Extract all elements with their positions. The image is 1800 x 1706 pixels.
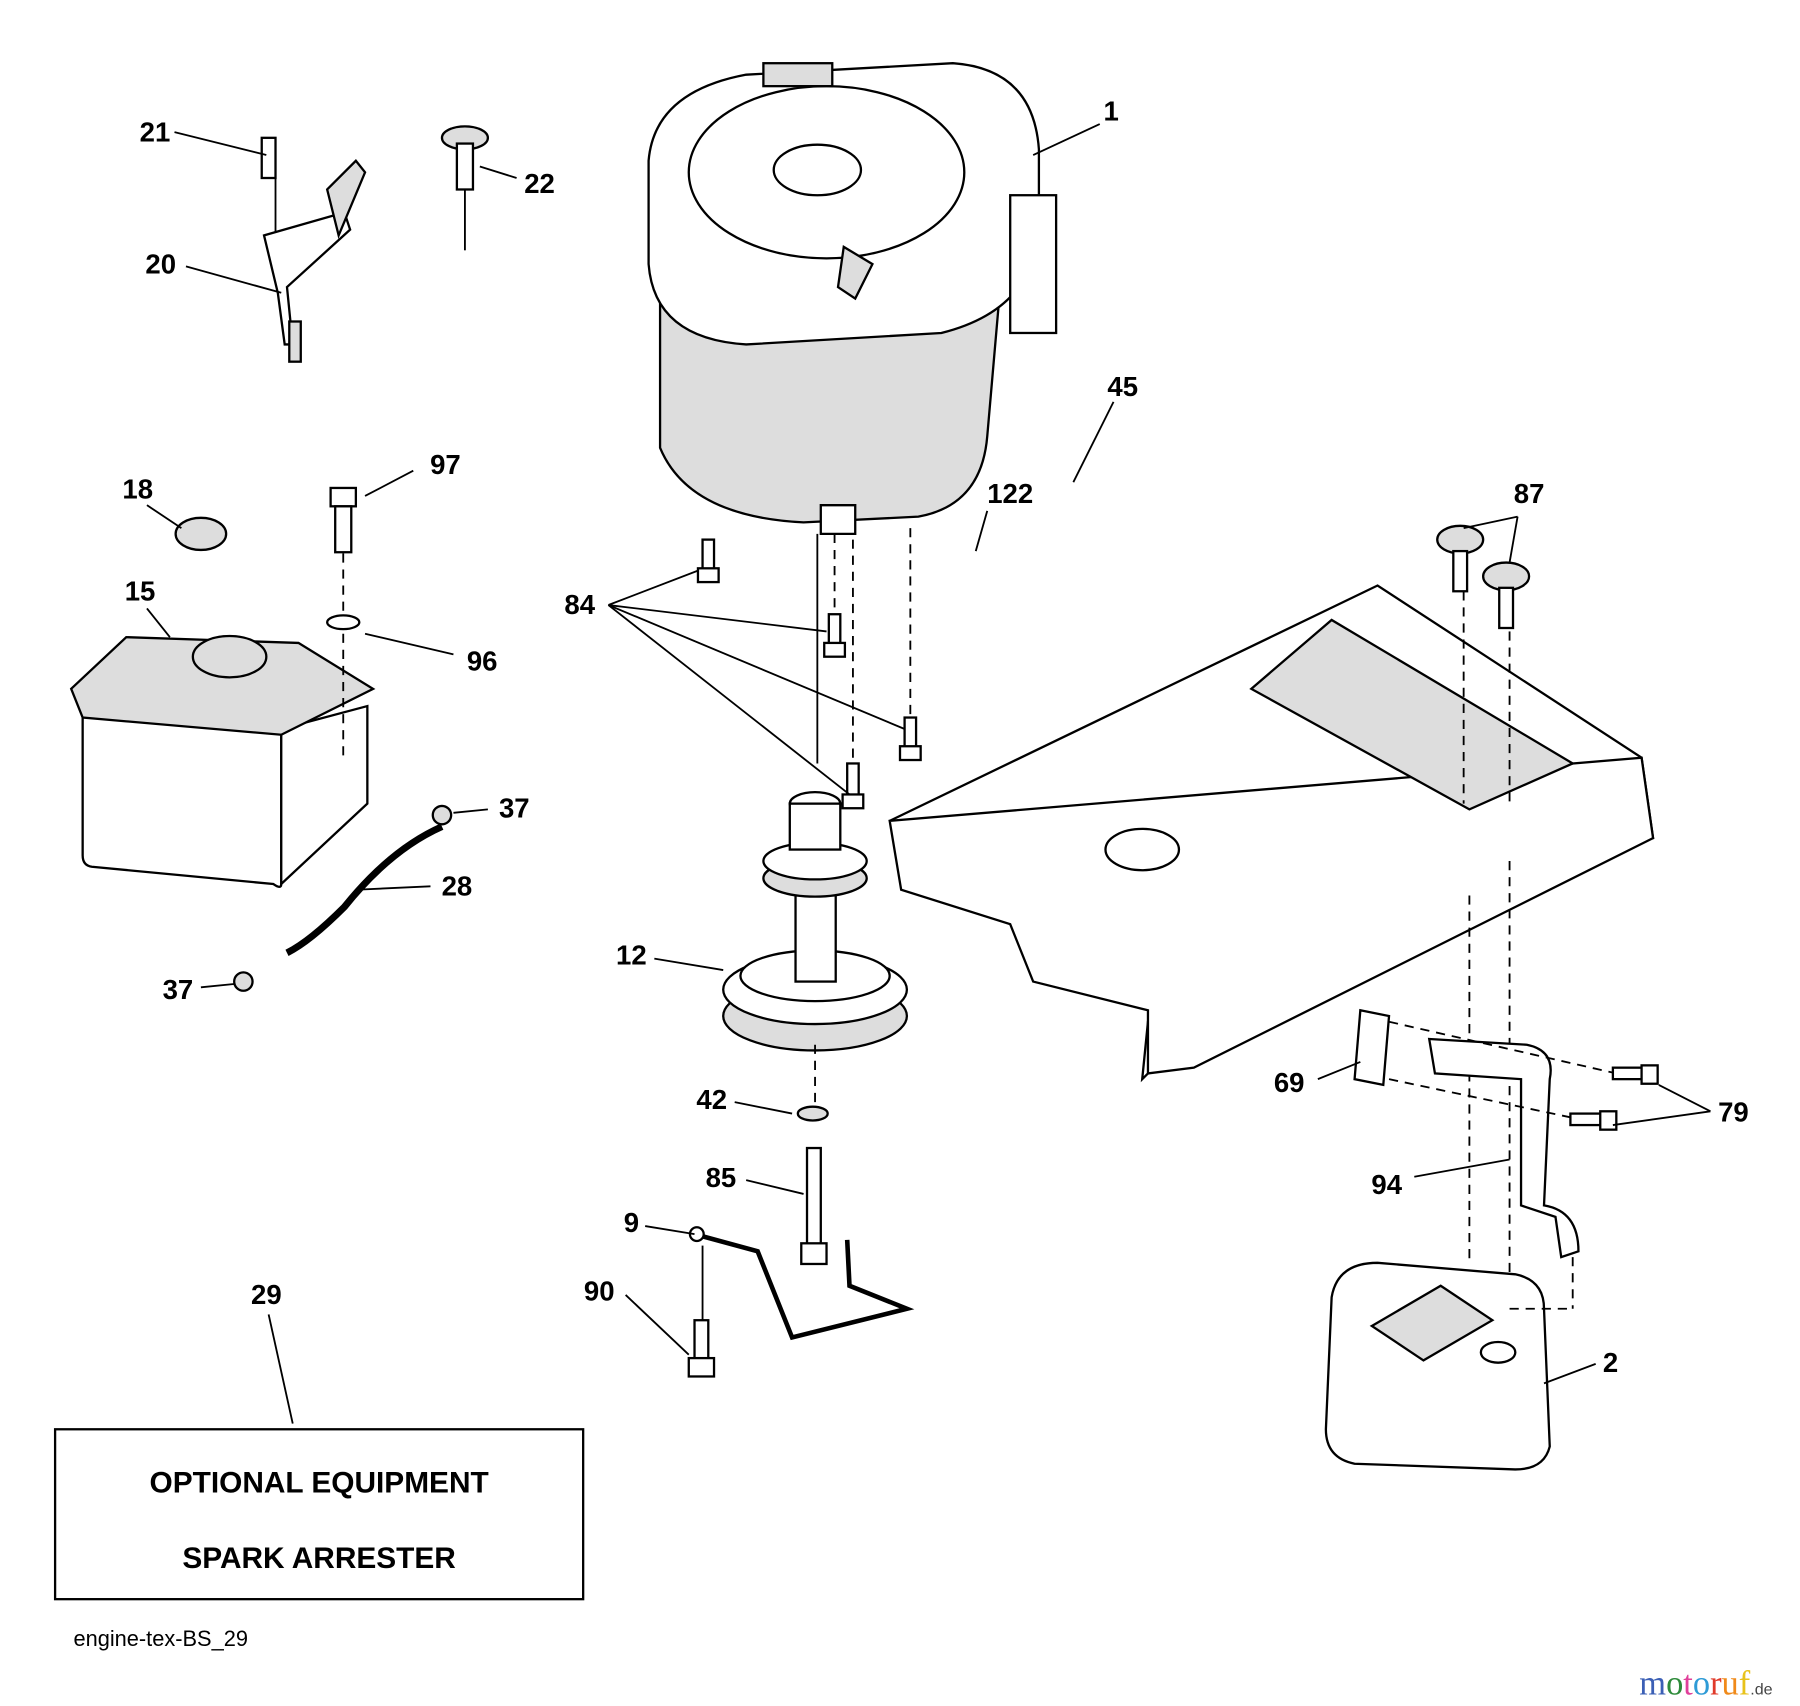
engine (647, 62, 1058, 536)
knobs (1436, 524, 1531, 630)
leader-line-45 (1072, 401, 1115, 483)
callout-45: 45 (1107, 371, 1138, 402)
leader-line-84 (608, 604, 827, 633)
leader-line-85 (745, 1179, 804, 1195)
leader-line-69 (1317, 1061, 1361, 1080)
leader-line-37 (200, 982, 236, 989)
fuel-tank (69, 486, 453, 992)
leader-line-29 (267, 1314, 294, 1424)
leader-line-79 (1612, 1110, 1711, 1126)
callout-9: 9 (624, 1207, 639, 1238)
svg-text:motoruf.de: motoruf.de (1639, 1664, 1772, 1702)
callout-79: 79 (1718, 1097, 1749, 1128)
callout-12: 12 (616, 939, 647, 970)
leader-line-94 (1414, 1158, 1510, 1178)
leader-line-87 (1508, 516, 1519, 563)
leader-line-21 (174, 131, 267, 156)
leader-line-1 (1032, 123, 1101, 156)
leader-line-84 (607, 604, 851, 796)
exhaust (1324, 1008, 1659, 1471)
callout-28: 28 (442, 870, 473, 901)
leader-line-20 (185, 265, 282, 294)
fuel-cap (174, 516, 228, 552)
callout-1: 1 (1104, 96, 1119, 127)
leader-lines (146, 123, 1711, 1424)
leader-line-122 (974, 510, 989, 552)
leader-line-28 (355, 885, 431, 891)
pulley (722, 791, 909, 1266)
callout-15: 15 (125, 575, 156, 606)
callout-22: 22 (524, 168, 555, 199)
leader-line-42 (734, 1101, 793, 1115)
callout-37: 37 (499, 792, 530, 823)
callout-18: 18 (122, 473, 153, 504)
leader-line-87 (1463, 515, 1518, 530)
throttle-control (260, 136, 367, 363)
callout-87: 87 (1514, 478, 1545, 509)
callout-96: 96 (467, 645, 498, 676)
leader-line-84 (608, 569, 699, 606)
leader-line-96 (364, 632, 454, 656)
callout-37: 37 (163, 974, 194, 1005)
callout-97: 97 (430, 449, 461, 480)
leader-line-18 (146, 504, 182, 529)
spark-arrester-label: SPARK ARRESTER (182, 1542, 455, 1575)
choke-knob (440, 125, 490, 251)
motoruf-watermark: motoruf.de (1639, 1664, 1772, 1702)
callout-69: 69 (1274, 1067, 1305, 1098)
leader-line-12 (654, 957, 724, 971)
leader-line-79 (1658, 1084, 1711, 1113)
leader-line-2 (1543, 1362, 1596, 1385)
optional-equipment-box: OPTIONAL EQUIPMENT SPARK ARRESTER (53, 1428, 585, 1601)
callout-94: 94 (1371, 1169, 1402, 1200)
callout-90: 90 (584, 1276, 615, 1307)
leader-line-37 (453, 808, 488, 814)
callout-2: 2 (1603, 1347, 1618, 1378)
leader-line-15 (146, 607, 171, 638)
callout-85: 85 (706, 1162, 737, 1193)
leader-line-22 (479, 165, 517, 179)
callout-84: 84 (564, 589, 595, 620)
chassis-plate (888, 584, 1655, 1298)
bolts (696, 528, 922, 810)
callout-20: 20 (145, 248, 176, 279)
callout-29: 29 (251, 1279, 282, 1310)
diagram-code: engine-tex-BS_29 (73, 1626, 247, 1651)
optional-equipment-label: OPTIONAL EQUIPMENT (150, 1466, 489, 1499)
rod (687, 1226, 915, 1378)
leader-line-90 (625, 1294, 690, 1356)
leader-line-97 (364, 469, 414, 497)
callout-122: 122 (987, 478, 1033, 509)
callout-42: 42 (696, 1084, 727, 1115)
callout-21: 21 (140, 116, 171, 147)
leader-line-84 (608, 604, 905, 730)
leader-line-9 (645, 1225, 695, 1236)
callout-labels: 1 21 22 20 45 97 18 122 87 15 84 96 37 28 12 37 69 79 42 85… (122, 96, 1748, 1378)
